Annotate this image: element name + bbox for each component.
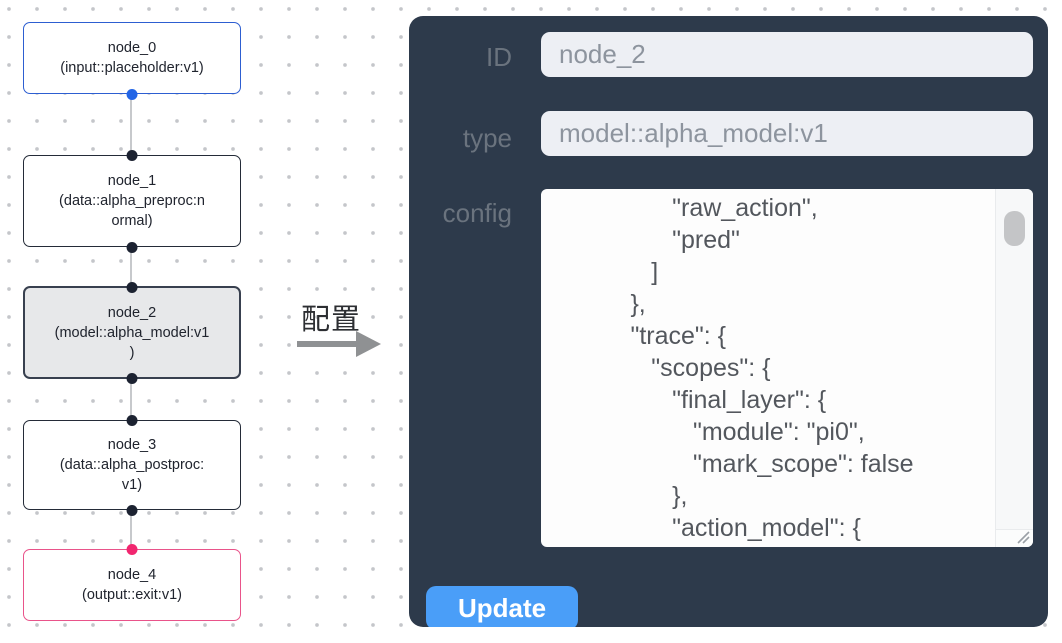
flow-node-4[interactable]: node_4 (output::exit:v1) bbox=[23, 543, 241, 621]
config-textarea[interactable]: "raw_action", "pred" ] }, "trace": { "sc… bbox=[541, 189, 1033, 547]
node-2-output-port-dot[interactable] bbox=[126, 372, 138, 384]
transition-label: 配置 bbox=[301, 304, 362, 336]
node-2-input-port-dot[interactable] bbox=[126, 281, 138, 293]
edge-node0-node1 bbox=[130, 95, 132, 155]
node-1-output-port-dot[interactable] bbox=[126, 241, 138, 253]
node-type-label: ) bbox=[129, 344, 135, 361]
id-field-label: ID bbox=[486, 42, 512, 72]
edge-node3-node4 bbox=[130, 510, 132, 549]
config-json-text: "raw_action", "pred" ] }, "trace": { "sc… bbox=[630, 194, 914, 542]
flow-node-1[interactable]: node_1 (data::alpha_preproc:n ormal) bbox=[23, 149, 241, 253]
node-type-label: (model::alpha_model:v1 bbox=[54, 324, 210, 341]
flow-node-2-selected[interactable]: node_2 (model::alpha_model:v1 ) bbox=[23, 281, 241, 384]
node-title: node_0 bbox=[107, 40, 157, 56]
id-input[interactable] bbox=[541, 32, 1033, 77]
right-arrow-icon bbox=[297, 341, 356, 347]
edge-node1-node2 bbox=[130, 247, 132, 286]
type-input[interactable] bbox=[541, 111, 1033, 156]
node-title: node_3 bbox=[107, 437, 157, 453]
node-type-label: ormal) bbox=[111, 213, 153, 229]
node-title: node_2 bbox=[107, 304, 157, 321]
flow-node-3[interactable]: node_3 (data::alpha_postproc: v1) bbox=[23, 414, 241, 516]
node-1-input-port-dot[interactable] bbox=[126, 149, 138, 161]
node-type-label: (input::placeholder:v1) bbox=[60, 60, 204, 76]
type-field-label: type bbox=[462, 123, 512, 153]
config-scrollbar-track[interactable] bbox=[995, 189, 1033, 529]
config-panel: ID type config "raw_action", "pred" ] },… bbox=[409, 16, 1048, 627]
node-3-input-port-dot[interactable] bbox=[126, 414, 138, 426]
edge-node2-node3 bbox=[130, 379, 132, 420]
flow-node-0[interactable]: node_0 (input::placeholder:v1) bbox=[23, 22, 241, 100]
node-type-label: v1) bbox=[121, 477, 143, 493]
node-type-label: (data::alpha_postproc: bbox=[59, 457, 205, 473]
node-3-output-port-dot[interactable] bbox=[126, 504, 138, 516]
resize-handle-icon bbox=[1017, 531, 1030, 544]
node-0-output-port-dot[interactable] bbox=[126, 88, 138, 100]
update-button[interactable]: Update bbox=[426, 586, 578, 627]
config-scrollbar-thumb[interactable] bbox=[1004, 211, 1025, 246]
node-type-label: (output::exit:v1) bbox=[82, 587, 182, 603]
config-field-label: config bbox=[442, 198, 512, 228]
node-title: node_1 bbox=[107, 173, 157, 189]
node-title: node_4 bbox=[107, 567, 157, 583]
right-arrow-head-icon bbox=[356, 331, 381, 357]
resize-corner[interactable] bbox=[995, 529, 1033, 547]
node-type-label: (data::alpha_preproc:n bbox=[59, 193, 205, 209]
node-4-input-port-dot[interactable] bbox=[126, 543, 138, 555]
